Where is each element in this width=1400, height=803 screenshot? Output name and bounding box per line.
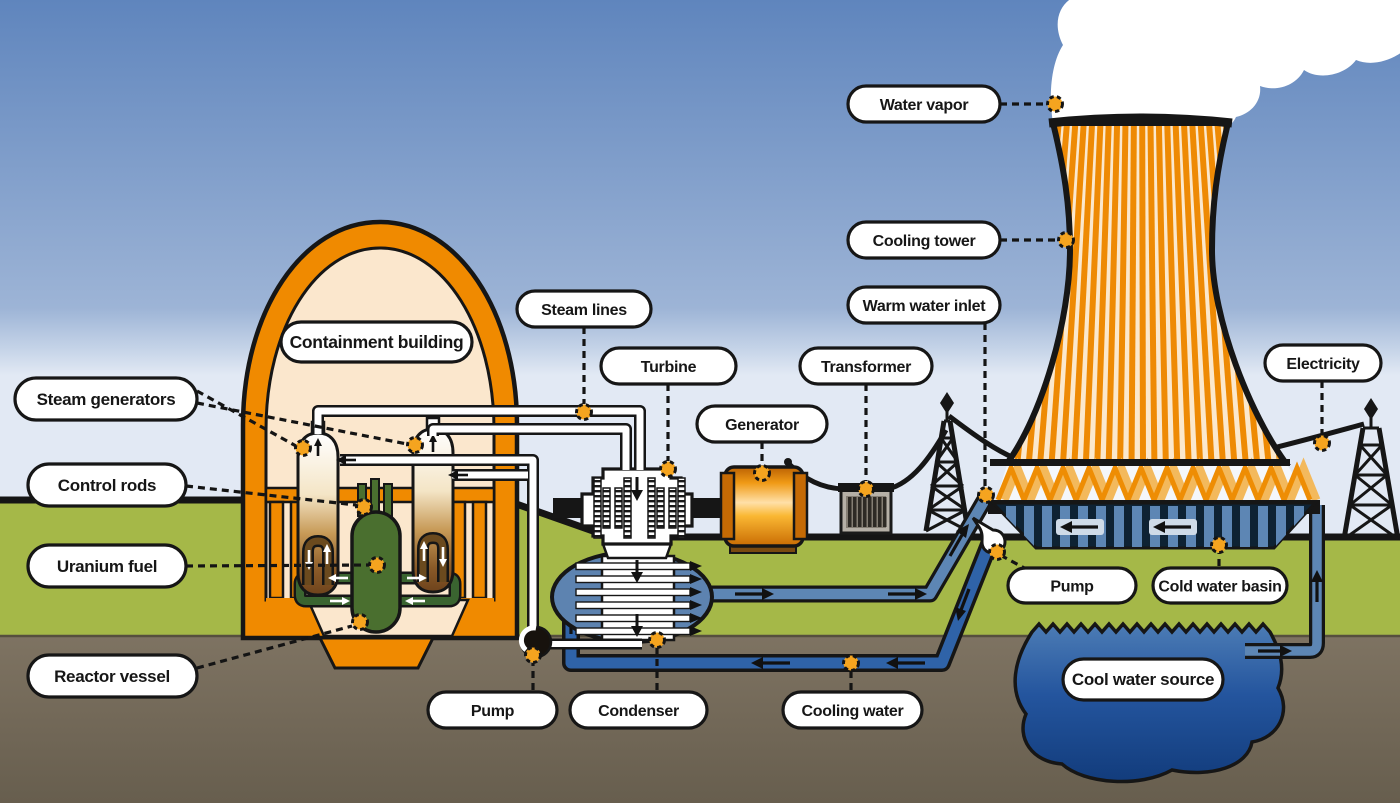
steam-lines-label-text: Steam lines — [541, 302, 627, 319]
label-control-rods: Control rods — [26, 462, 188, 508]
label-steam-lines: Steam lines — [515, 289, 653, 329]
transformer-label-text: Transformer — [821, 359, 911, 376]
circulation-pump — [971, 516, 1007, 555]
label-pump-left: Pump — [426, 690, 559, 730]
turbine-blades — [593, 477, 686, 539]
label-reactor-vessel: Reactor vessel — [26, 653, 199, 699]
marker-reactor-vessel — [351, 613, 369, 631]
condenser-steam-arrows — [631, 560, 643, 637]
marker-transformer — [857, 480, 875, 498]
label-cooling-tower: Cooling tower — [846, 220, 1002, 260]
control-rods-label-text: Control rods — [58, 476, 156, 495]
marker-steam-lines — [575, 403, 593, 421]
marker-cooling-water — [842, 654, 860, 672]
feedwater-pipes — [336, 454, 642, 650]
tower-top-rim — [1048, 113, 1233, 128]
water-vapor-label-text: Water vapor — [880, 97, 969, 114]
condenser-tubes — [575, 561, 702, 636]
callout-labels: Containment building Steam generators Co… — [13, 84, 1383, 730]
cooling-water-label-text: Cooling water — [802, 703, 904, 720]
label-water-vapor: Water vapor — [846, 84, 1002, 124]
pump-right-label-text: Pump — [1050, 579, 1094, 596]
callout-markers — [294, 95, 1331, 672]
tower-shell-base — [990, 459, 1290, 466]
condenser — [550, 550, 714, 644]
marker-control-rods — [355, 498, 373, 516]
marker-pump-left — [524, 646, 542, 664]
generator-label-text: Generator — [725, 417, 799, 434]
marker-uranium-fuel — [368, 556, 386, 574]
label-uranium-fuel: Uranium fuel — [26, 543, 188, 589]
label-cool-water-source: Cool water source — [1061, 657, 1225, 702]
marker-cold-water-basin — [1210, 536, 1228, 554]
label-steam-generators: Steam generators — [13, 376, 199, 422]
turbine-exhaust-funnel — [601, 542, 673, 560]
marker-generator — [753, 464, 771, 482]
marker-warm-water-inlet — [977, 486, 995, 504]
containment-building-label-text: Containment building — [290, 332, 464, 352]
steam-generators-label-text: Steam generators — [37, 390, 176, 409]
marker-cooling-tower — [1057, 231, 1075, 249]
label-cooling-water: Cooling water — [781, 690, 924, 730]
makeup-water-pipe — [1245, 505, 1325, 659]
generator-wire-terminal — [784, 458, 792, 466]
label-pump-right: Pump — [1006, 566, 1138, 605]
turbine-inlet-arrow — [631, 477, 643, 501]
marker-electricity — [1313, 434, 1331, 452]
transmission-tower-right — [1341, 398, 1400, 541]
turbine — [580, 467, 694, 560]
electricity-label-text: Electricity — [1286, 356, 1360, 373]
cool-water-source-pond — [1013, 621, 1286, 784]
label-turbine: Turbine — [599, 346, 738, 386]
marker-water-vapor — [1046, 95, 1064, 113]
condenser-label-text: Condenser — [598, 703, 679, 720]
label-warm-water-inlet: Warm water inlet — [846, 285, 1002, 325]
turbine-label-text: Turbine — [641, 359, 697, 376]
pylon-top-mid — [940, 392, 954, 414]
label-generator: Generator — [695, 404, 829, 444]
label-cold-water-basin: Cold water basin — [1151, 566, 1289, 605]
marker-steam-generator-left — [294, 439, 312, 457]
marker-pump-right — [988, 543, 1006, 561]
water-vapor-cloud — [1050, 0, 1400, 123]
marker-condenser — [648, 631, 666, 649]
cooling-tower — [988, 113, 1321, 550]
warm-water-pipe — [705, 491, 995, 603]
label-transformer: Transformer — [798, 346, 934, 386]
containment-flow-arrows — [305, 541, 447, 605]
steam-line-pipes — [312, 405, 646, 470]
marker-turbine — [659, 460, 677, 478]
callout-connectors — [185, 102, 1324, 690]
cold-water-basin-label-text: Cold water basin — [1158, 579, 1281, 596]
cooling-tower-label-text: Cooling tower — [873, 233, 976, 250]
uranium-fuel-label-text: Uranium fuel — [57, 557, 157, 576]
pylon-top-right — [1364, 398, 1378, 420]
warm-water-inlet-label-text: Warm water inlet — [863, 298, 987, 315]
label-electricity: Electricity — [1263, 343, 1383, 383]
reactor-vessel-label-text: Reactor vessel — [54, 667, 170, 686]
cold-water-basin — [989, 501, 1319, 550]
label-containment-building: Containment building — [279, 320, 474, 364]
marker-steam-generator-right — [406, 436, 424, 454]
cool-water-source-label-text: Cool water source — [1072, 670, 1214, 689]
sg-steam-arrows — [314, 434, 437, 456]
label-condenser: Condenser — [568, 690, 709, 730]
pump-left-label-text: Pump — [471, 703, 515, 720]
containment-building — [240, 219, 520, 670]
containment-foundation — [317, 636, 436, 670]
